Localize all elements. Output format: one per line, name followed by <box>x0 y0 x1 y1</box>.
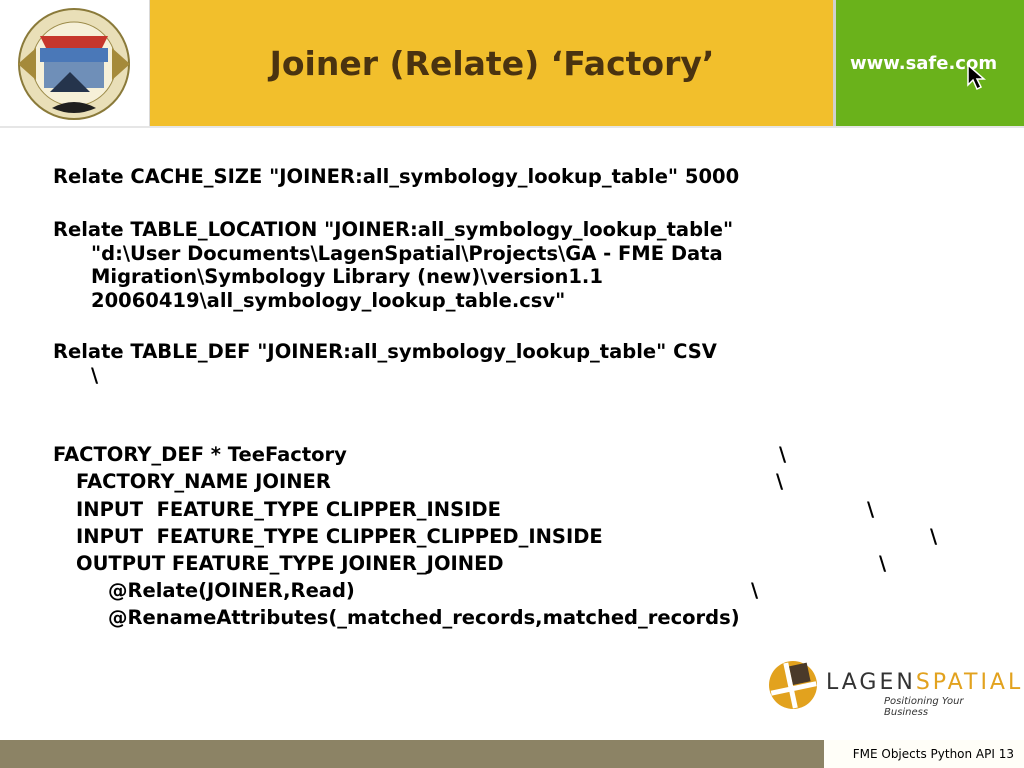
header-divider <box>833 0 836 127</box>
line-continuation: \ <box>879 552 887 575</box>
code-line: FACTORY_DEF * TeeFactory <box>53 443 347 466</box>
fme-conference-logo <box>0 0 150 127</box>
code-line: FACTORY_NAME JOINER <box>76 470 331 493</box>
line-continuation: \ <box>867 498 875 521</box>
lagenspatial-wordmark: LAGENSPATIAL <box>826 670 1024 695</box>
code-line: Relate TABLE_LOCATION "JOINER:all_symbol… <box>53 218 734 241</box>
code-line: @Relate(JOINER,Read) <box>108 579 355 602</box>
footer-label-box: FME Objects Python API 13 <box>824 740 1024 768</box>
fme-logo-icon <box>18 8 130 120</box>
code-line: "d:\User Documents\LagenSpatial\Projects… <box>91 242 723 265</box>
code-line: \ <box>91 364 99 387</box>
code-line: Relate CACHE_SIZE "JOINER:all_symbology_… <box>53 165 740 188</box>
title-band: Joiner (Relate) ‘Factory’ <box>150 0 834 127</box>
code-line: Relate TABLE_DEF "JOINER:all_symbology_l… <box>53 340 717 363</box>
footer-text: FME Objects Python API 13 <box>852 747 1014 761</box>
code-line: OUTPUT FEATURE_TYPE JOINER_JOINED <box>76 552 504 575</box>
code-line: 20060419\all_symbology_lookup_table.csv" <box>91 289 566 312</box>
url-band: www.safe.com <box>836 0 1024 127</box>
line-continuation: \ <box>776 470 784 493</box>
mouse-pointer-icon <box>967 63 987 94</box>
lagenspatial-logo: LAGENSPATIAL Positioning Your Business <box>766 656 1020 718</box>
line-continuation: \ <box>751 579 759 602</box>
code-line: INPUT FEATURE_TYPE CLIPPER_CLIPPED_INSID… <box>76 525 603 548</box>
website-url: www.safe.com <box>850 53 998 74</box>
code-line: Migration\Symbology Library (new)\versio… <box>91 265 603 288</box>
header-underline <box>0 126 1024 128</box>
line-continuation: \ <box>779 443 787 466</box>
footer-bar: FME Objects Python API 13 <box>0 740 1024 768</box>
code-line: INPUT FEATURE_TYPE CLIPPER_INSIDE <box>76 498 501 521</box>
lagenspatial-mark-icon <box>769 661 817 709</box>
lagenspatial-tagline: Positioning Your Business <box>884 696 964 718</box>
code-line: @RenameAttributes(_matched_records,match… <box>108 606 740 629</box>
line-continuation: \ <box>930 525 938 548</box>
slide-title: Joiner (Relate) ‘Factory’ <box>269 44 715 83</box>
